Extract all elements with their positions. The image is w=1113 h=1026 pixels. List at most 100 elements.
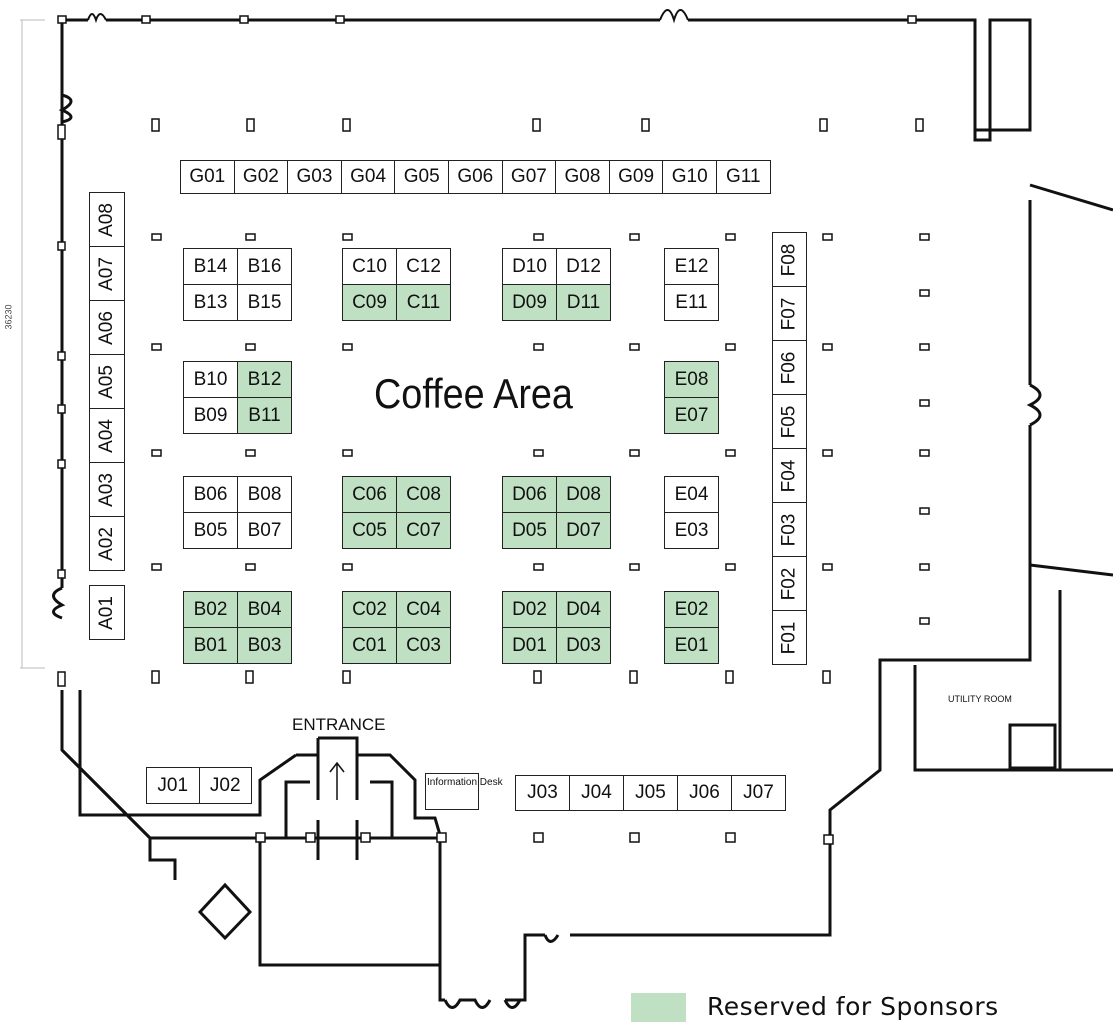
legend-label: Reserved for Sponsors [707, 992, 999, 1021]
booth-j01[interactable]: J01 [146, 767, 200, 804]
booth-e12[interactable]: E12 [664, 248, 719, 285]
booth-e07[interactable]: E07 [664, 397, 719, 434]
booth-e01[interactable]: E01 [664, 627, 719, 664]
booth-f03[interactable]: F03 [772, 502, 807, 557]
booth-a08[interactable]: A08 [89, 192, 125, 247]
booth-c07[interactable]: C07 [396, 512, 451, 549]
booth-b10[interactable]: B10 [183, 361, 238, 398]
booth-b03[interactable]: B03 [237, 627, 292, 664]
booth-b01[interactable]: B01 [183, 627, 238, 664]
booth-f06[interactable]: F06 [772, 340, 807, 395]
booth-c02[interactable]: C02 [342, 591, 397, 628]
booth-g02[interactable]: G02 [233, 160, 289, 194]
booth-label: C10 [352, 255, 387, 277]
booth-c01[interactable]: C01 [342, 627, 397, 664]
booth-g11[interactable]: G11 [716, 160, 771, 194]
booth-c11[interactable]: C11 [396, 284, 451, 321]
booth-a06[interactable]: A06 [89, 300, 125, 355]
booth-a01[interactable]: A01 [89, 585, 125, 640]
booth-c06[interactable]: C06 [342, 476, 397, 513]
booth-a04[interactable]: A04 [89, 408, 125, 463]
booth-j06[interactable]: J06 [677, 775, 732, 811]
booth-b08[interactable]: B08 [237, 476, 292, 513]
booth-b15[interactable]: B15 [237, 284, 292, 321]
booth-b11[interactable]: B11 [237, 397, 292, 434]
booth-b16[interactable]: B16 [237, 248, 292, 285]
booth-g06[interactable]: G06 [448, 160, 503, 194]
booth-d02[interactable]: D02 [502, 591, 557, 628]
booth-b13[interactable]: B13 [183, 284, 238, 321]
booth-c08[interactable]: C08 [396, 476, 451, 513]
booth-b04[interactable]: B04 [237, 591, 292, 628]
booth-e03[interactable]: E03 [664, 512, 719, 549]
booth-label: D10 [512, 255, 547, 277]
dimension-label: 36230 [3, 304, 14, 330]
booth-f04[interactable]: F04 [772, 448, 807, 503]
booth-d01[interactable]: D01 [502, 627, 557, 664]
booth-b14[interactable]: B14 [183, 248, 238, 285]
booth-f02[interactable]: F02 [772, 556, 807, 611]
booth-e02[interactable]: E02 [664, 591, 719, 628]
utility-room-label: UTILITY ROOM [948, 694, 1012, 704]
booth-g10[interactable]: G10 [662, 160, 717, 194]
booth-a07[interactable]: A07 [89, 246, 125, 301]
booth-a02[interactable]: A02 [89, 516, 125, 571]
booth-b06[interactable]: B06 [183, 476, 238, 513]
booth-j05[interactable]: J05 [623, 775, 678, 811]
booth-c12[interactable]: C12 [396, 248, 451, 285]
booth-e11[interactable]: E11 [664, 284, 719, 321]
booth-a03[interactable]: A03 [89, 462, 125, 517]
booth-c09[interactable]: C09 [342, 284, 397, 321]
booth-b12[interactable]: B12 [237, 361, 292, 398]
booth-c10[interactable]: C10 [342, 248, 397, 285]
booth-b07[interactable]: B07 [237, 512, 292, 549]
booth-label: G11 [726, 166, 761, 187]
booth-f07[interactable]: F07 [772, 286, 807, 341]
booth-d10[interactable]: D10 [502, 248, 557, 285]
booth-g01[interactable]: G01 [180, 160, 235, 194]
booth-d08[interactable]: D08 [556, 476, 611, 513]
booth-g03[interactable]: G03 [287, 160, 342, 194]
booth-d07[interactable]: D07 [556, 512, 611, 549]
booth-c04[interactable]: C04 [396, 591, 451, 628]
booth-c05[interactable]: C05 [342, 512, 397, 549]
booth-d06[interactable]: D06 [502, 476, 557, 513]
booth-a05[interactable]: A05 [89, 354, 125, 409]
booth-d04[interactable]: D04 [556, 591, 611, 628]
booth-j04[interactable]: J04 [569, 775, 624, 811]
booth-f08[interactable]: F08 [772, 232, 807, 287]
booth-label: C05 [352, 519, 387, 541]
booth-b09[interactable]: B09 [183, 397, 238, 434]
booth-j07[interactable]: J07 [731, 775, 786, 811]
booth-g07[interactable]: G07 [501, 160, 557, 194]
booth-label: B13 [193, 291, 228, 313]
booth-d05[interactable]: D05 [502, 512, 557, 549]
booth-f05[interactable]: F05 [772, 394, 807, 449]
booth-g08[interactable]: G08 [555, 160, 610, 194]
booth-d09[interactable]: D09 [502, 284, 557, 321]
booth-e04[interactable]: E04 [664, 476, 719, 513]
booth-label: B01 [193, 634, 228, 656]
booth-label: A02 [96, 526, 117, 561]
booth-c03[interactable]: C03 [396, 627, 451, 664]
booth-e08[interactable]: E08 [664, 361, 719, 398]
booth-label: B05 [193, 519, 228, 541]
booth-j02[interactable]: J02 [198, 767, 252, 804]
booth-d11[interactable]: D11 [556, 284, 611, 321]
booth-label: C11 [406, 291, 441, 313]
booth-label: E02 [674, 598, 709, 620]
booth-f01[interactable]: F01 [772, 610, 807, 665]
booth-d03[interactable]: D03 [556, 627, 611, 664]
booth-j03[interactable]: J03 [515, 775, 570, 811]
booth-label: E11 [675, 291, 708, 313]
booth-g04[interactable]: G04 [340, 160, 396, 194]
booth-d12[interactable]: D12 [556, 248, 611, 285]
booth-label: C07 [406, 519, 441, 541]
booth-label: F05 [778, 405, 800, 438]
booth-g09[interactable]: G09 [608, 160, 664, 194]
booth-g05[interactable]: G05 [394, 160, 449, 194]
booth-label: B14 [193, 255, 228, 277]
booth-label: F07 [778, 297, 800, 330]
booth-b05[interactable]: B05 [183, 512, 238, 549]
booth-b02[interactable]: B02 [183, 591, 238, 628]
